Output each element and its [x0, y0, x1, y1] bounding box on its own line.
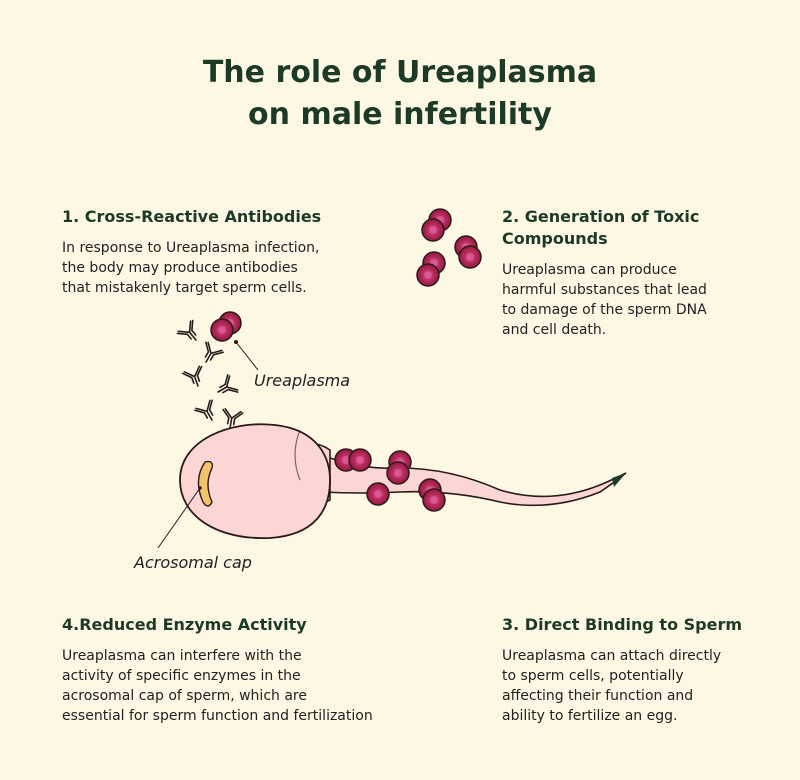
section-body: In response to Ureaplasma infection, the…	[62, 238, 382, 298]
body-line: harmful substances that lead	[502, 282, 707, 298]
ureaplasma-pointer	[235, 341, 259, 371]
section-heading: 1. Cross-Reactive Antibodies	[62, 207, 322, 226]
section-heading: 2. Generation of Toxic Compounds	[502, 206, 762, 250]
section-heading: 3. Direct Binding to Sperm	[502, 615, 743, 634]
sperm-head	[179, 423, 331, 539]
acrosome-pointer	[157, 487, 201, 549]
body-line: Ureaplasma can interfere with the	[62, 648, 302, 664]
page-title: The role of Ureaplasma on male infertili…	[0, 52, 800, 136]
section-body: Ureaplasma can interfere with the activi…	[62, 646, 442, 726]
heading-line: Compounds	[502, 229, 608, 248]
body-line: ability to fertilize an egg.	[502, 708, 678, 724]
acrosomal-cap-label: Acrosomal cap	[134, 553, 252, 572]
body-line: Ureaplasma can attach directly	[502, 648, 722, 664]
section-body: Ureaplasma can attach directly to sperm …	[502, 646, 772, 726]
section-toxic-compounds: 2. Generation of Toxic Compounds Ureapla…	[502, 206, 762, 340]
heading-line: 2. Generation of Toxic	[502, 207, 700, 226]
ureaplasma-cell-icon	[416, 208, 482, 287]
body-line: to sperm cells, potentially	[502, 668, 684, 684]
antibody-icon	[175, 318, 244, 431]
body-line: In response to Ureaplasma infection,	[62, 240, 320, 256]
section-heading: 4.Reduced Enzyme Activity	[62, 615, 307, 634]
body-line: to damage of the sperm DNA	[502, 302, 707, 318]
body-line: essential for sperm function and fertili…	[62, 708, 373, 724]
body-line: activity of specific enzymes in the	[62, 668, 301, 684]
ureaplasma-cell-icon	[210, 311, 242, 342]
body-line: affecting their function and	[502, 688, 694, 704]
body-line: Ureaplasma can produce	[502, 262, 677, 278]
section-direct-binding: 3. Direct Binding to Sperm Ureaplasma ca…	[502, 614, 772, 726]
body-line: acrosomal cap of sperm, which are	[62, 688, 307, 704]
section-cross-reactive-antibodies: 1. Cross-Reactive Antibodies In response…	[62, 206, 382, 298]
body-line: and cell death.	[502, 322, 607, 338]
title-line-1: The role of Ureaplasma	[202, 55, 598, 90]
title-line-2: on male infertility	[248, 97, 552, 132]
body-line: the body may produce antibodies	[62, 260, 298, 276]
section-body: Ureaplasma can produce harmful substance…	[502, 260, 762, 340]
section-reduced-enzyme-activity: 4.Reduced Enzyme Activity Ureaplasma can…	[62, 614, 442, 726]
tail-tip	[612, 473, 626, 487]
ureaplasma-label: Ureaplasma	[254, 371, 351, 390]
body-line: that mistakenly target sperm cells.	[62, 280, 307, 296]
